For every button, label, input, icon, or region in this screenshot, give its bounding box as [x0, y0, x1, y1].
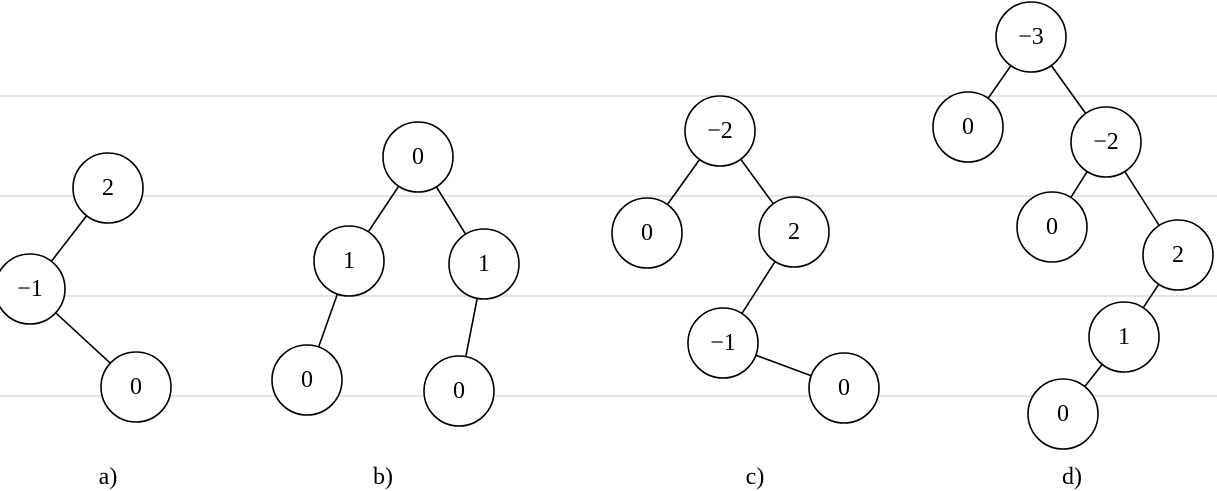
node-label: −1 [17, 276, 43, 302]
node-label: 2 [102, 175, 114, 201]
node-circle [382, 121, 454, 193]
node-label: −1 [710, 330, 736, 356]
captions-layer: a) b) c) d) [99, 464, 1082, 490]
tree-edge [740, 158, 774, 205]
tree-node: 0 [611, 197, 683, 269]
node-circle [271, 344, 343, 416]
node-label: 0 [838, 375, 850, 401]
tree-node: 0 [271, 344, 343, 416]
node-circle [808, 352, 880, 424]
tree-node: 0 [1027, 378, 1099, 450]
background-rules [0, 95, 1217, 397]
tree-edge [1050, 65, 1087, 114]
node-circle [1027, 378, 1099, 450]
tree-edge [317, 293, 339, 348]
tree-edge [741, 261, 776, 314]
tree-node: 2 [758, 196, 830, 268]
node-circle [611, 197, 683, 269]
node-circle [72, 152, 144, 224]
tree-edge [666, 159, 701, 205]
tree-node: −3 [995, 1, 1067, 73]
node-label: −3 [1018, 24, 1044, 50]
node-label: 0 [1046, 214, 1058, 240]
node-label: 2 [1172, 242, 1184, 268]
node-label: 1 [343, 248, 355, 274]
node-label: 2 [788, 219, 800, 245]
node-circle [995, 1, 1067, 73]
node-circle [932, 91, 1004, 163]
edges-layer [50, 65, 1160, 388]
tree-edge [755, 354, 812, 377]
tree-node: 0 [382, 121, 454, 193]
node-label: 0 [1057, 401, 1069, 427]
tree-node: 2 [1142, 219, 1214, 291]
subfigure-caption: b) [373, 464, 393, 490]
tree-edge [1070, 171, 1088, 198]
tree-node: 0 [423, 355, 495, 427]
tree-edge [987, 65, 1012, 99]
node-label: 0 [412, 144, 424, 170]
node-circle [100, 351, 172, 423]
node-label: −2 [707, 118, 733, 144]
tree-edge [1142, 283, 1160, 309]
tree-edge [1084, 363, 1103, 388]
tree-node: −1 [0, 253, 66, 325]
tree-node: 1 [313, 225, 385, 297]
subfigure-caption: d) [1062, 464, 1082, 490]
tree-node: −2 [684, 95, 756, 167]
node-label: 0 [301, 367, 313, 393]
node-circle [1088, 301, 1160, 373]
tree-node: 1 [1088, 301, 1160, 373]
tree-edge [50, 215, 88, 262]
tree-edge [367, 185, 400, 233]
node-label: 0 [641, 220, 653, 246]
tree-node: −2 [1070, 106, 1142, 178]
node-circle [758, 196, 830, 268]
tree-node: 2 [72, 152, 144, 224]
node-label: −2 [1093, 129, 1119, 155]
node-circle [684, 95, 756, 167]
node-circle [423, 355, 495, 427]
tree-node: 1 [448, 228, 520, 300]
node-circle [0, 253, 66, 325]
tree-edge [465, 298, 478, 357]
node-circle [1016, 191, 1088, 263]
node-circle [687, 307, 759, 379]
node-label: 0 [962, 114, 974, 140]
node-label: 1 [1118, 324, 1130, 350]
node-circle [313, 225, 385, 297]
tree-edge [1124, 171, 1160, 226]
node-label: 0 [453, 378, 465, 404]
tree-node: 0 [808, 352, 880, 424]
tree-node: 0 [100, 351, 172, 423]
tree-node: −1 [687, 307, 759, 379]
node-circle [1070, 106, 1142, 178]
tree-edge [55, 312, 111, 364]
nodes-layer: 2 −1 0 0 1 1 0 0 −2 0 2 −1 0 −3 0 −2 0 2 1 0 [0, 1, 1214, 450]
subfigure-caption: a) [99, 464, 118, 490]
node-circle [1142, 219, 1214, 291]
node-label: 0 [130, 374, 142, 400]
tree-node: 0 [932, 91, 1004, 163]
node-circle [448, 228, 520, 300]
tree-node: 0 [1016, 191, 1088, 263]
tree-edge [435, 186, 467, 235]
subfigure-caption: c) [746, 464, 765, 490]
node-label: 1 [478, 251, 490, 277]
